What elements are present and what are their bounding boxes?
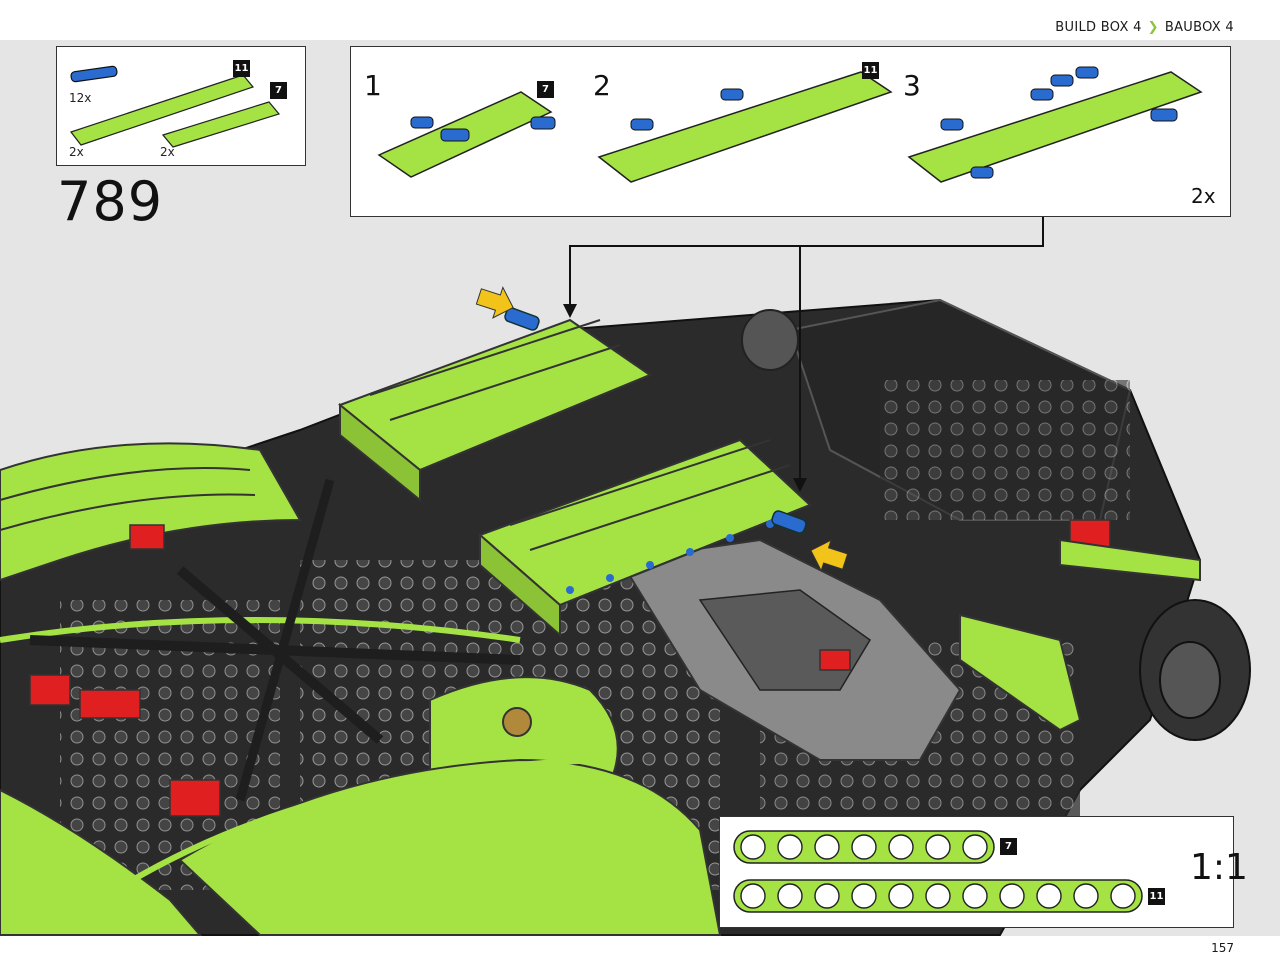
red-connector-4	[169, 779, 221, 817]
sub-step-3-label: 3	[903, 69, 921, 102]
sub-step-2-badge: 11	[862, 62, 879, 79]
air-hose-1	[0, 617, 521, 643]
parts-box: 12x 2x 2x 11 7	[56, 46, 306, 166]
sub-step-1-label: 1	[364, 69, 382, 102]
scale-beams	[733, 830, 1143, 913]
sub-build-illustration	[377, 66, 1203, 183]
breadcrumb-baubox: BAUBOX 4	[1164, 20, 1234, 35]
beam-7-scale	[733, 830, 995, 864]
page-footer	[0, 936, 1280, 974]
scale-box: 7 11 1:1	[719, 816, 1248, 928]
top-assembly-1	[338, 318, 653, 503]
parts-illustration	[70, 65, 281, 148]
sub-build-multiplier: 2x	[1191, 184, 1216, 208]
pin-quantity: 12x	[69, 91, 92, 105]
scale-beam-11-badge: 11	[1148, 888, 1165, 905]
beam-11-length-badge: 11	[233, 60, 250, 77]
blue-pin-mid	[771, 510, 807, 534]
sub-step-2-label: 2	[593, 69, 611, 102]
red-connector-2	[29, 674, 71, 706]
step-number: 789	[57, 170, 164, 233]
breadcrumb-separator-icon: ❯	[1147, 20, 1159, 35]
air-hose-2	[98, 757, 601, 903]
hole-grid-4	[880, 380, 1130, 520]
blue-pin-top	[504, 307, 540, 331]
breadcrumb-build-box: BUILD BOX 4	[1055, 20, 1142, 35]
sub-step-2-beam	[597, 71, 893, 183]
model-illustration	[0, 286, 1251, 936]
red-connector-1	[129, 524, 165, 550]
beam-11-quantity: 2x	[69, 145, 84, 159]
beam-11-icon	[70, 74, 255, 146]
page-number: 157	[1211, 941, 1234, 955]
beam-7-icon	[161, 101, 281, 148]
scale-beam-7-badge: 7	[1000, 838, 1017, 855]
blue-pin-icon	[70, 65, 118, 83]
breadcrumb: BUILD BOX 4 ❯ BAUBOX 4	[1055, 20, 1234, 35]
yellow-arrow-top	[475, 286, 514, 319]
red-connector-3	[79, 689, 141, 719]
sub-step-3-beam	[907, 66, 1203, 183]
sub-step-1-badge: 7	[537, 81, 554, 98]
right-lime-arm	[1059, 538, 1201, 582]
beam-7-quantity: 2x	[160, 145, 175, 159]
fender-rib-2	[0, 493, 256, 531]
beam-11-scale	[733, 879, 1143, 913]
page-header: BUILD BOX 4 ❯ BAUBOX 4	[0, 0, 1280, 40]
cowl-gold-bushing	[502, 707, 532, 737]
cross-beam-3	[235, 478, 335, 802]
rear-gear	[741, 309, 799, 371]
scale-ratio: 1:1	[1190, 847, 1248, 888]
top-assembly-2	[478, 438, 812, 638]
fender-rib-1	[0, 467, 251, 501]
callout-connector	[563, 217, 1044, 492]
yellow-arrow-mid	[810, 539, 849, 572]
red-connector-7	[819, 649, 851, 671]
beam-7-length-badge: 7	[270, 82, 287, 99]
right-lime-beam	[959, 613, 1082, 732]
side-skirt-left	[0, 788, 203, 936]
front-fender-left	[0, 442, 302, 582]
sub-build-box: 1 7 2 11 3 2x	[350, 46, 1231, 217]
sub-step-1-beam	[377, 91, 556, 178]
wheel-hub-center	[1159, 641, 1221, 719]
